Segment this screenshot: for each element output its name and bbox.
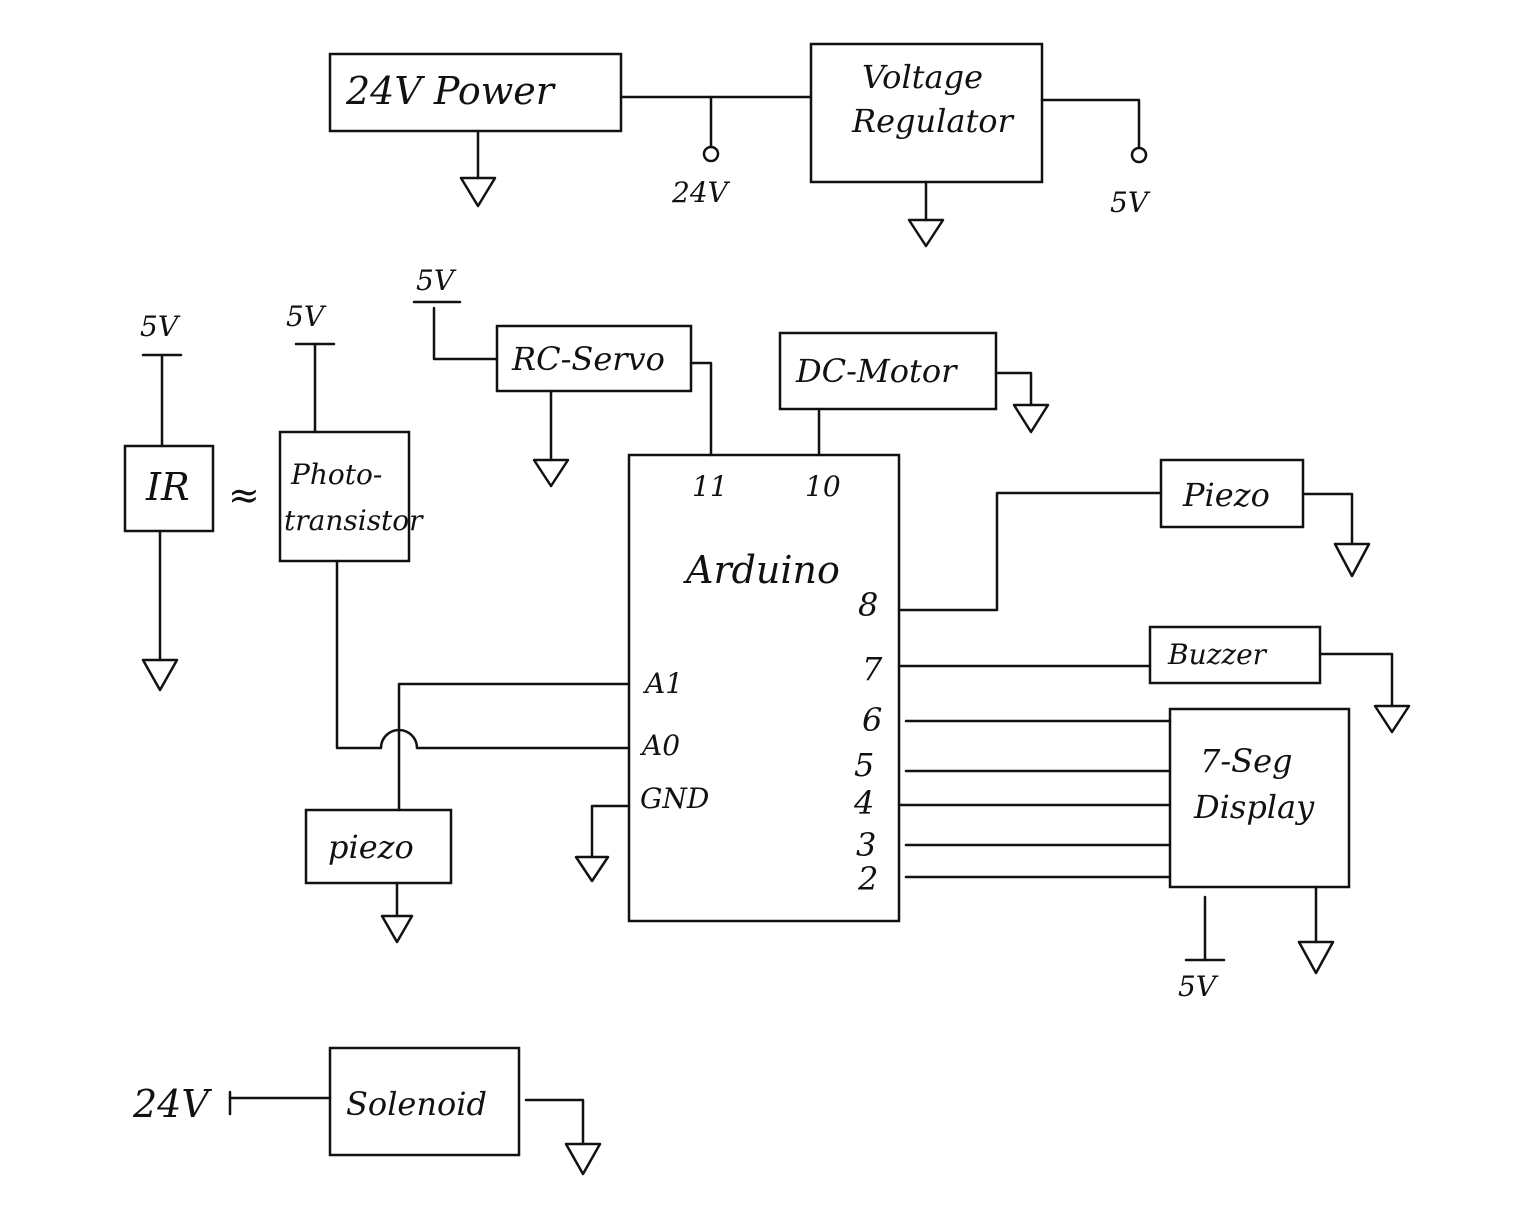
solenoid-ground-symbol [564, 1142, 602, 1176]
pin-4-label: 4 [853, 784, 874, 822]
regulator-ground-symbol [907, 218, 945, 248]
pin-11-label: 11 [692, 470, 728, 503]
motor-ground-wire [994, 371, 1033, 407]
pin-3-label: 3 [856, 826, 876, 864]
pin-8-label: 8 [858, 586, 878, 624]
ir-supply-label: 5V [140, 310, 181, 343]
phototransistor-box [278, 430, 411, 563]
photo-to-a0-wire [335, 559, 631, 750]
buzzer-label: Buzzer [1167, 638, 1268, 671]
terminal-5v-label: 5V [1110, 186, 1151, 219]
solenoid-ground-wire [524, 1098, 585, 1146]
seven-seg-display-box [1168, 707, 1351, 889]
dc-motor-label: DC-Motor [795, 352, 958, 390]
pin-2-label: 2 [857, 860, 878, 898]
arduino-ground-wire [590, 804, 631, 859]
terminal-5v [1130, 146, 1148, 164]
servo-supply-wire [432, 306, 499, 361]
regulator-output-wire [1040, 98, 1141, 150]
ir-coupling-symbol: ≈ [228, 473, 260, 517]
terminal-24v-label: 24V [671, 176, 731, 209]
servo-supply-label: 5V [416, 264, 457, 297]
power-24v-box [328, 52, 623, 133]
buzzer-ground-symbol [1373, 704, 1411, 734]
piezo-to-a1-wire [397, 682, 631, 812]
photo-label-line1: Photo- [290, 458, 382, 491]
photo-supply-label: 5V [286, 300, 327, 333]
piezo-right-ground-wire [1301, 492, 1354, 546]
piezo-right-label: Piezo [1182, 476, 1270, 514]
motor-ground-symbol [1012, 403, 1050, 434]
piezo-left-box [304, 808, 453, 885]
ir-box [123, 444, 215, 533]
buzzer-ground-wire [1318, 652, 1394, 708]
pin-5-label: 5 [854, 746, 874, 784]
display-ground-symbol [1297, 940, 1335, 975]
photo-label-line2: transistor [284, 504, 424, 537]
pin-a1-label: A1 [642, 667, 683, 700]
terminal-24v [702, 145, 720, 163]
ir-ground-symbol [141, 658, 179, 692]
pin-6-label: 6 [862, 701, 882, 739]
pin-10-label: 10 [805, 470, 841, 503]
display-label-line2: Display [1193, 788, 1315, 826]
rc-servo-label: RC-Servo [511, 340, 665, 378]
power-24v-label: 24V Power [345, 69, 557, 113]
solenoid-box [328, 1046, 521, 1157]
dc-motor-box [778, 331, 998, 411]
display-label-line1: 7-Seg [1200, 742, 1293, 780]
piezo-left-ground-symbol [380, 914, 414, 944]
regulator-label-line2: Regulator [851, 102, 1015, 140]
power-ground-symbol [459, 176, 497, 208]
pin-a0-label: A0 [639, 729, 680, 762]
arduino-label: Arduino [683, 548, 840, 592]
piezo-right-ground-symbol [1333, 542, 1371, 578]
piezo-left-label: piezo [328, 828, 414, 866]
arduino-box [627, 453, 901, 923]
solenoid-label: Solenoid [346, 1085, 487, 1123]
arduino-ground-symbol [574, 855, 610, 883]
pin-gnd-label: GND [640, 782, 709, 815]
solenoid-supply-label: 24V [132, 1082, 212, 1126]
display-supply-label: 5V [1178, 970, 1219, 1003]
pin8-to-piezo-wire [897, 491, 1163, 612]
ir-label: IR [145, 465, 190, 509]
pin-7-label: 7 [862, 650, 883, 688]
rc-servo-box [495, 324, 693, 393]
servo-ground-symbol [532, 458, 570, 488]
servo-signal-wire [689, 361, 713, 457]
regulator-label-line1: Voltage [862, 58, 983, 96]
